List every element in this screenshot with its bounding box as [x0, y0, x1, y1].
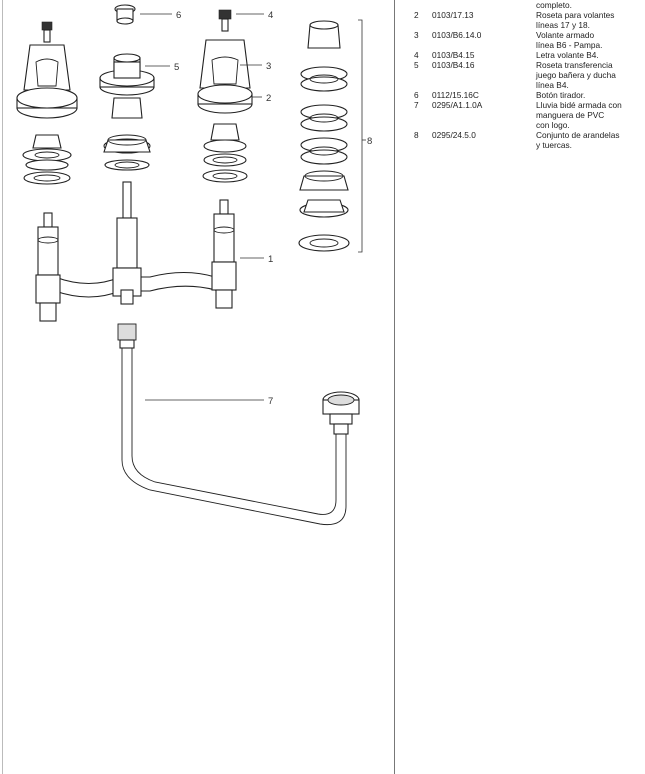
left-washer-stack: [22, 134, 72, 185]
part-description: Letra volante B4.: [536, 50, 599, 60]
part-code: 0295/A1.1.0A: [432, 100, 483, 110]
parts-row: 6 0112/15.16C Botón tirador.: [414, 90, 640, 100]
callout-4: 4: [268, 10, 273, 21]
part-code: 0103/B4.15: [432, 50, 475, 60]
part-code: 0112/15.16C: [432, 90, 479, 100]
part-number: 5: [414, 60, 419, 70]
part-number: 3: [414, 30, 419, 40]
left-handle-assembly: [16, 21, 78, 119]
callout-3: 3: [266, 61, 271, 72]
column-divider: [394, 0, 395, 774]
part-code: 0103/B6.14.0: [432, 30, 482, 40]
callout-2: 2: [266, 93, 271, 104]
part-number: 4: [414, 50, 419, 60]
part-code: [432, 0, 536, 10]
valve-body-part: [35, 181, 237, 322]
parts-row: 4 0103/B4.15 Letra volante B4.: [414, 50, 640, 60]
callout-6: 6: [176, 10, 181, 21]
part-number: [414, 0, 432, 10]
handle-letter-part: [218, 9, 232, 32]
right-washer-stack: [202, 123, 248, 183]
parts-list: completo. 2 0103/17.13 Roseta para volantes…: [414, 0, 640, 150]
bracket-8: [358, 19, 363, 253]
parts-row: completo.: [414, 0, 640, 10]
pull-button-part: [114, 4, 136, 25]
callout-7: 7: [268, 396, 273, 407]
part-number: 7: [414, 100, 419, 110]
page-left-rule: [2, 0, 3, 774]
part-code: 0103/17.13: [432, 10, 474, 20]
part-number: 8: [414, 130, 419, 140]
exploded-parts-diagram: 6 4 3 2 5: [16, 4, 372, 526]
callout-5: 5: [174, 62, 179, 73]
part-code: 0295/24.5.0: [432, 130, 476, 140]
right-handle-assembly: [197, 39, 253, 114]
part-number: 6: [414, 90, 419, 100]
washer-nut-set-part: [298, 20, 350, 252]
callout-1: 1: [268, 254, 273, 265]
transfer-rosette-part: [99, 53, 155, 96]
part-code: 0103/B4.16: [432, 60, 475, 70]
bidet-shower-hose-part: [117, 323, 360, 526]
part-number: 2: [414, 10, 419, 20]
part-description: Botón tirador.: [536, 90, 586, 100]
center-washer-stack: [103, 97, 151, 171]
callout-8: 8: [367, 136, 372, 147]
part-description: completo.: [536, 0, 572, 10]
